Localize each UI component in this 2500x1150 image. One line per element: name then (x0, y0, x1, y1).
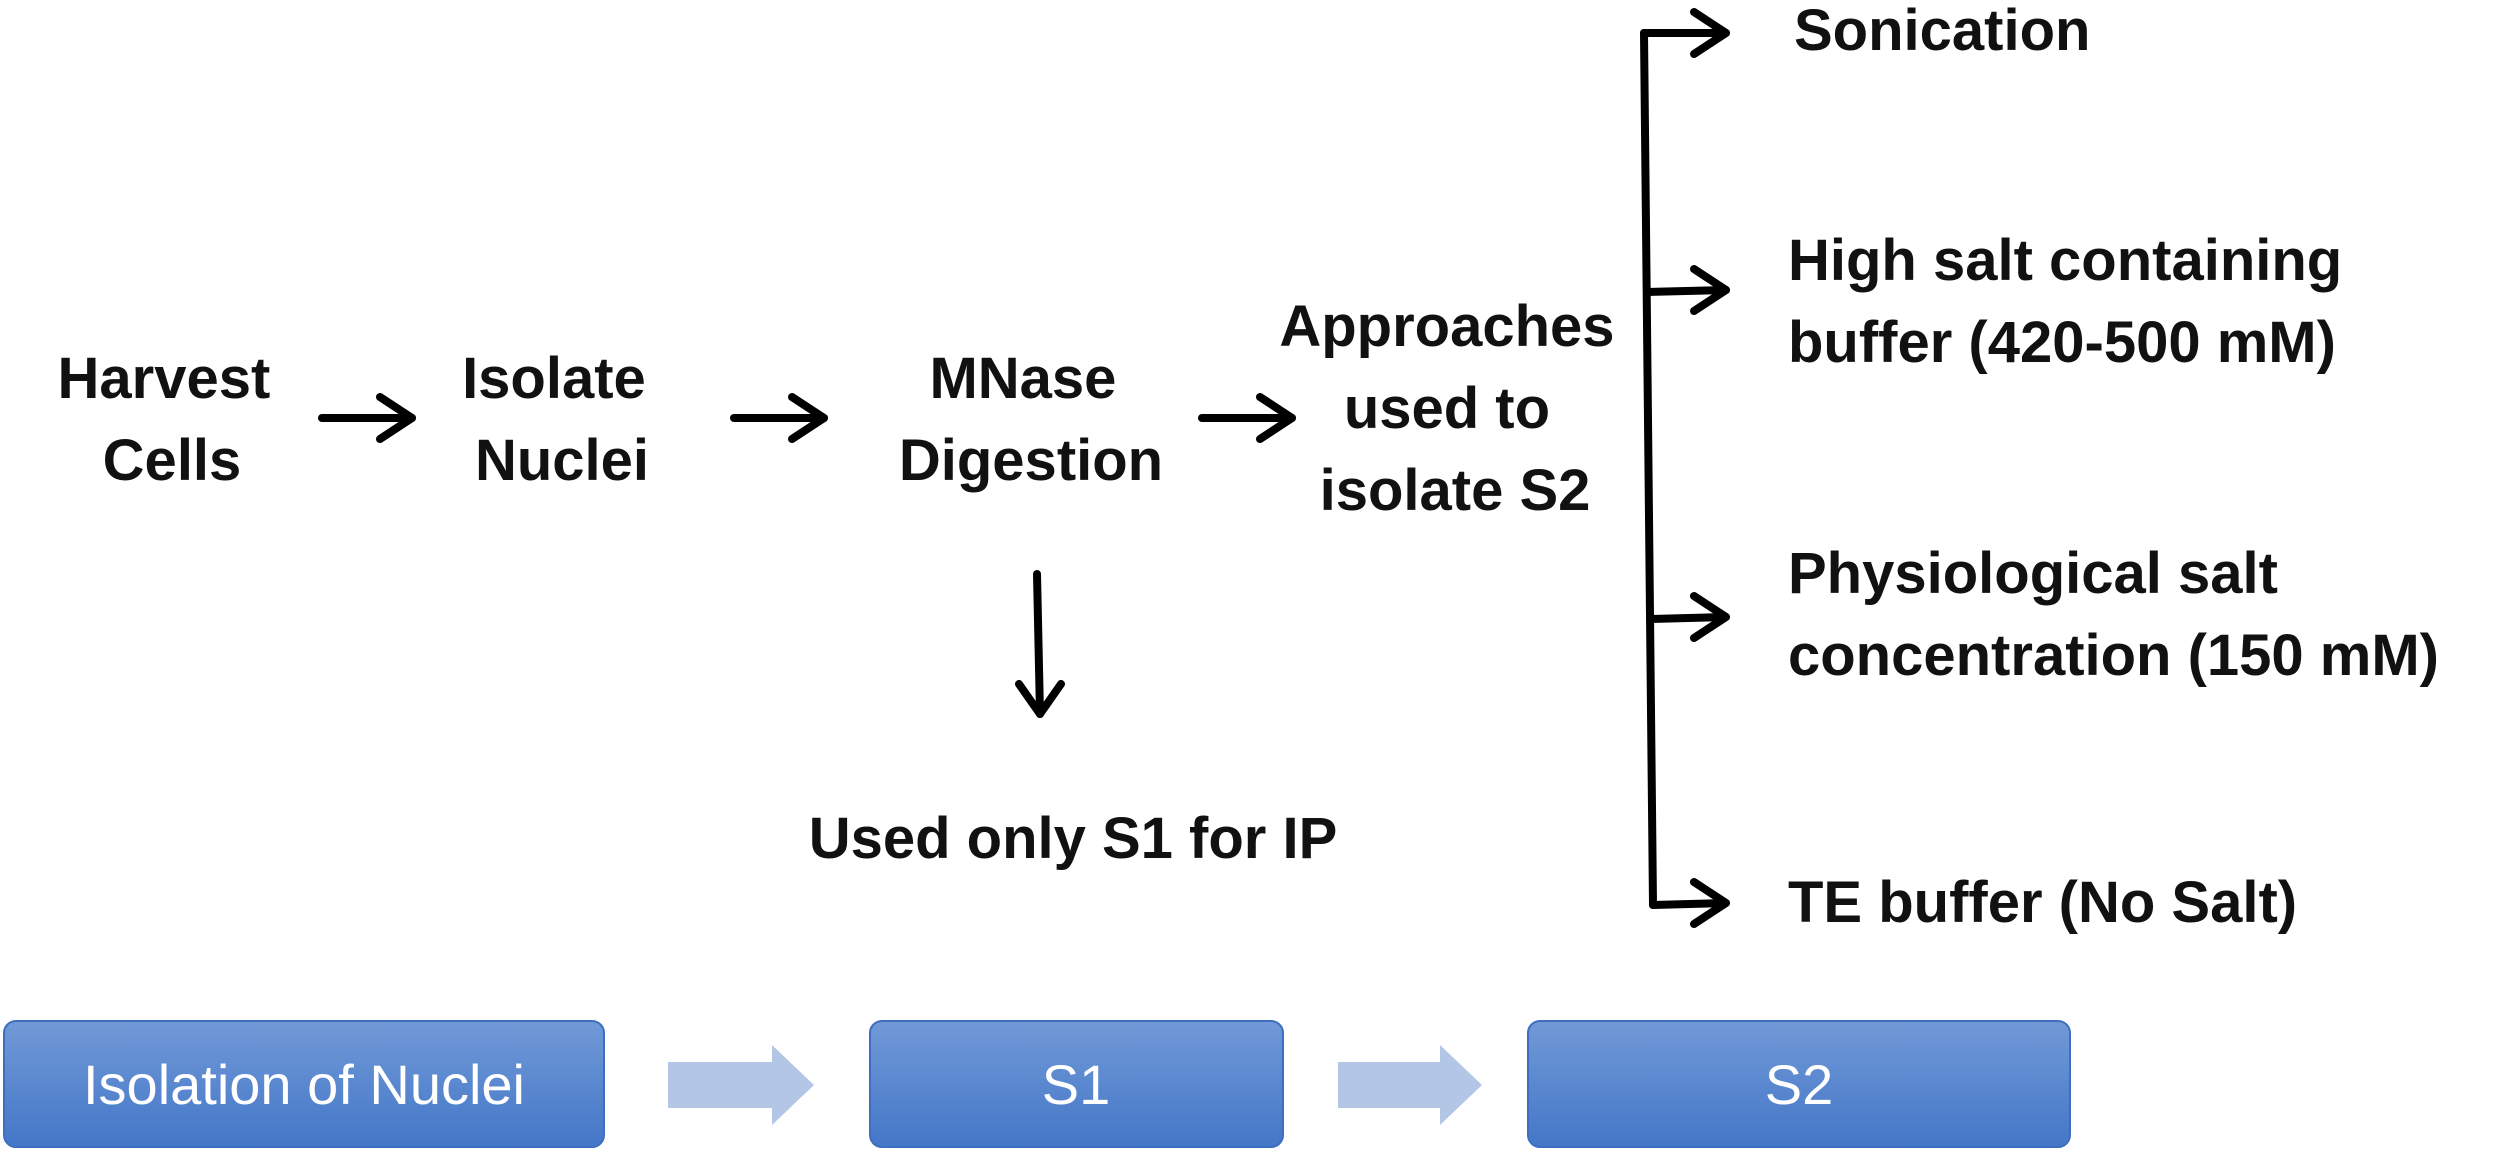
arrow-to-te-buffer (1649, 878, 1730, 928)
branch-bracket (1640, 29, 1657, 909)
harvest-cells-label: Harvest Cells (58, 346, 287, 493)
isolate-nuclei-label: Isolate Nuclei (462, 346, 662, 493)
process-step-s1-label: S1 (1042, 1053, 1111, 1116)
process-step-isolation-label: Isolation of Nuclei (83, 1053, 525, 1116)
process-step-s2: S2 (1527, 1020, 2071, 1148)
arrow-mnase-to-s1-note (1015, 570, 1065, 718)
s1-note-label: Used only S1 for IP (809, 806, 1338, 871)
process-step-s1: S1 (869, 1020, 1284, 1148)
process-step-isolation: Isolation of Nuclei (3, 1020, 605, 1148)
mnase-digestion-label: MNase Digestion (899, 346, 1163, 493)
arrow-to-physiological-salt (1646, 592, 1730, 642)
high-salt-label: High salt containing buffer (420-500 mM) (1788, 228, 2358, 375)
te-buffer-label: TE buffer (No Salt) (1788, 870, 2297, 935)
process-chevron-1 (668, 1045, 814, 1125)
arrow-harvest-to-isolate (318, 393, 416, 443)
arrow-to-high-salt (1644, 265, 1730, 315)
arrow-to-sonication (1640, 8, 1730, 58)
approaches-label: Approaches used to isolate S2 (1279, 294, 1630, 523)
arrow-isolate-to-mnase (730, 393, 828, 443)
process-chevron-2 (1338, 1045, 1482, 1125)
process-step-s2-label: S2 (1765, 1053, 1834, 1116)
arrow-mnase-to-approaches (1198, 393, 1296, 443)
sonication-label: Sonication (1794, 0, 2090, 63)
physiological-salt-label: Physiological salt concentration (150 mM… (1788, 541, 2439, 688)
